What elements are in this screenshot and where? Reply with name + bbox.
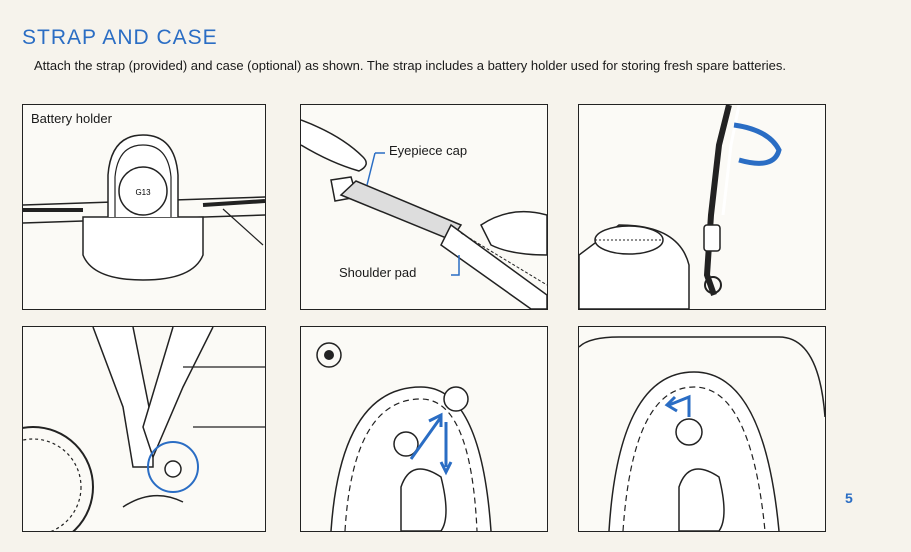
figure-case-step-1 (300, 326, 548, 532)
case-step-2-illustration (579, 327, 825, 531)
figure-strap-lug (578, 104, 826, 310)
shoulder-pad-label: Shoulder pad (337, 265, 418, 280)
page-title: STRAP AND CASE (22, 26, 218, 50)
camera-body-illustration (23, 327, 265, 531)
battery-holder-label: Battery holder (29, 111, 114, 126)
figure-strap-camera-body (22, 326, 266, 532)
page-number: 5 (845, 490, 853, 506)
case-step-1-illustration (301, 327, 547, 531)
battery-marking: G13 (135, 188, 151, 197)
figure-case-step-2 (578, 326, 826, 532)
figure-eyepiece-shoulder-pad: Eyepiece cap Shoulder pad (300, 104, 548, 310)
eyepiece-cap-label: Eyepiece cap (387, 143, 469, 158)
strap-lug-illustration (579, 105, 825, 309)
figure-battery-holder: G13 Battery holder (22, 104, 266, 310)
intro-paragraph: Attach the strap (provided) and case (op… (22, 56, 842, 76)
battery-holder-illustration: G13 (23, 105, 265, 309)
intro-text: Attach the strap (provided) and case (op… (34, 58, 786, 73)
